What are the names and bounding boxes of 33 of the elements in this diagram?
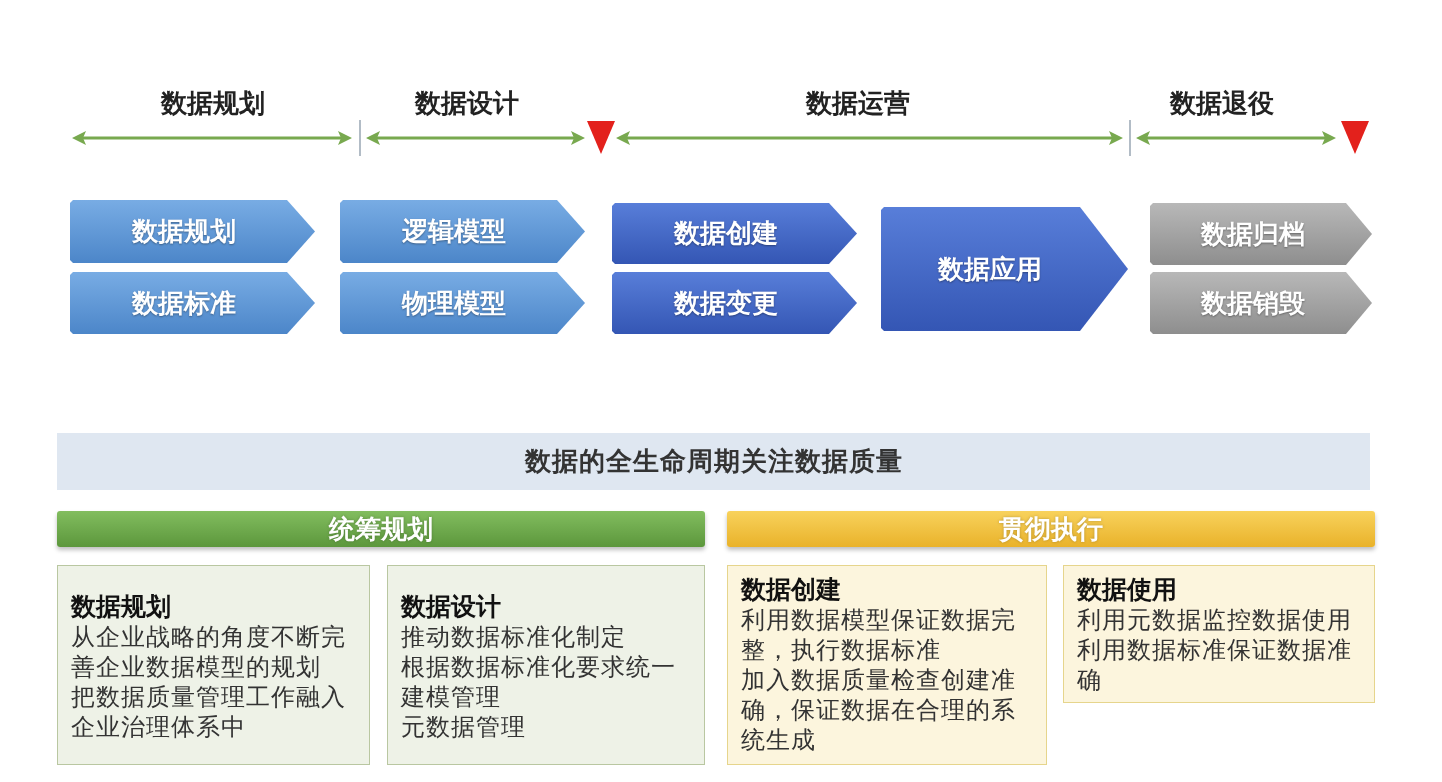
card-text: 根据数据标准化要求统一建模管理 — [401, 652, 677, 712]
phase-label: 数据规划 — [161, 87, 265, 119]
card-text: 利用数据模型保证数据完整，执行数据标准 — [741, 605, 1017, 665]
card-heading: 数据创建 — [741, 575, 841, 605]
card-text: 从企业战略的角度不断完善企业数据模型的规划 — [71, 622, 347, 682]
info-card — [727, 565, 1047, 765]
process-step: 物理模型 — [340, 272, 585, 334]
summary-banner: 数据的全生命周期关注数据质量 — [57, 433, 1370, 490]
process-step: 数据变更 — [612, 272, 857, 334]
card-text: 利用元数据监控数据使用 — [1077, 605, 1352, 635]
card-text: 推动数据标准化制定 — [401, 622, 626, 652]
card-text: 利用数据标准保证数据准确 — [1077, 635, 1353, 695]
info-card — [57, 565, 370, 765]
section-banner: 贯彻执行 — [727, 511, 1375, 547]
process-step: 数据销毁 — [1150, 272, 1372, 334]
info-card — [1063, 565, 1375, 703]
card-text: 加入数据质量检查创建准确，保证数据在合理的系统生成 — [741, 665, 1017, 755]
card-heading: 数据设计 — [401, 592, 501, 622]
process-step: 数据标准 — [70, 272, 315, 334]
info-card — [387, 565, 705, 765]
process-step: 数据创建 — [612, 203, 857, 264]
process-step: 数据应用 — [881, 207, 1128, 331]
phase-label: 数据设计 — [415, 87, 519, 119]
process-step: 数据归档 — [1150, 203, 1372, 265]
card-text: 把数据质量管理工作融入企业治理体系中 — [71, 682, 347, 742]
card-text: 元数据管理 — [401, 712, 526, 742]
section-banner: 统筹规划 — [57, 511, 705, 547]
phase-label: 数据退役 — [1170, 87, 1274, 119]
card-heading: 数据规划 — [71, 592, 171, 622]
process-step: 数据规划 — [70, 200, 315, 263]
process-step: 逻辑模型 — [340, 200, 585, 263]
phase-label: 数据运营 — [806, 87, 910, 119]
card-heading: 数据使用 — [1077, 575, 1177, 605]
